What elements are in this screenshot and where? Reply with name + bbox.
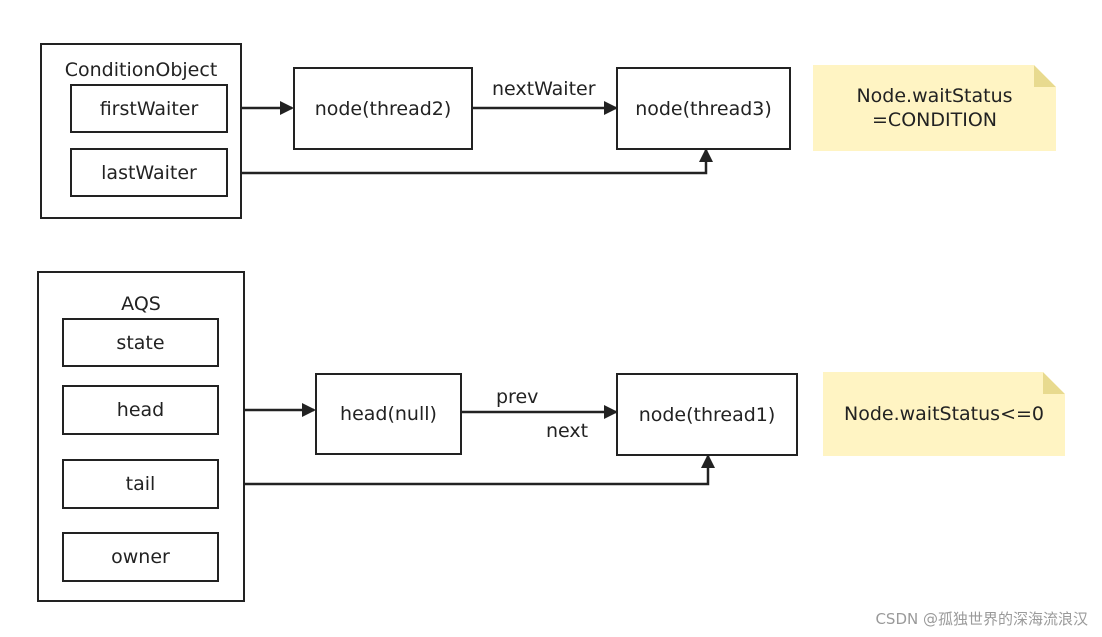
field-last-waiter: lastWaiter — [70, 148, 228, 197]
condition-note-line1: Node.waitStatus — [856, 85, 1013, 107]
watermark: CSDN @孤独世界的深海流浪汉 — [875, 610, 1088, 628]
node-thread3: node(thread3) — [616, 67, 791, 150]
next-label: next — [546, 420, 589, 442]
tail-arrow — [219, 454, 715, 486]
next-waiter-label: nextWaiter — [492, 78, 596, 100]
node-thread2: node(thread2) — [293, 67, 473, 150]
sync-note-line1: Node.waitStatus<=0 — [843, 403, 1044, 425]
prev-label: prev — [496, 386, 539, 408]
lastwaiter-arrow — [228, 148, 713, 175]
condition-object-title: ConditionObject — [64, 59, 218, 81]
condition-status-note: Node.waitStatus =CONDITION — [813, 65, 1056, 151]
field-owner: owner — [62, 532, 219, 582]
field-tail: tail — [62, 459, 219, 509]
node-thread1: node(thread1) — [616, 373, 798, 456]
condition-note-line2: =CONDITION — [872, 109, 997, 131]
field-state: state — [62, 318, 219, 367]
sync-status-note: Node.waitStatus<=0 — [823, 372, 1065, 456]
field-head: head — [62, 385, 219, 435]
field-first-waiter: firstWaiter — [70, 84, 228, 133]
node-head-null: head(null) — [315, 373, 462, 455]
aqs-title: AQS — [121, 293, 161, 315]
